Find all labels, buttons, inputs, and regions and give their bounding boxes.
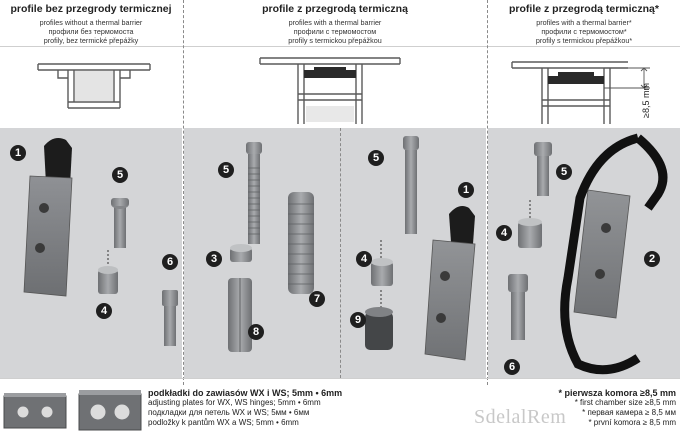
callout-7: 7 [309,291,325,307]
column-title-3: profile z przegrodą termiczną* [509,3,659,15]
footnote: * pierwsza komora ≥8,5 mm * first chambe… [518,388,677,428]
callout-5: 5 [112,167,128,183]
callout-4: 4 [356,251,372,267]
header-divider [0,46,680,47]
adjusting-plate-6mm [78,390,142,431]
column-subtitle-2-cz: profily s termickou přepážkou [288,36,382,46]
column-subtitle-3-cz: profily s termickou přepážkou* [535,36,633,46]
column-subtitle-2-en: profiles with a thermal barrier [288,18,382,27]
callout-6: 6 [504,359,520,375]
column-divider-inner [340,128,341,378]
callout-8: 8 [248,324,264,340]
callout-1: 1 [458,182,474,198]
parts-illustration-4 [508,133,668,375]
column-title-2: profile z przegrodą termiczną [262,3,408,15]
column-title-1: profile bez przegrody termicznej [10,3,172,15]
thermal-barrier [304,70,356,78]
footnote-line-ru: * первая камера ≥ 8,5 мм [582,408,676,417]
thermal-barrier [548,76,604,84]
footer-line-cz: podložky k pantům WX a WS; 5mm • 6mm [148,418,299,427]
chamber-dimension-label: ≥8,5 mm [641,83,651,118]
callout-5: 5 [218,162,234,178]
column-header-3: profile z przegrodą termiczną* profiles … [488,0,680,46]
footnote-title: * pierwsza komora ≥8,5 mm [558,388,677,398]
column-divider-2 [487,0,488,385]
thermal-barrier [314,67,346,70]
column-subtitle-3-ru: профили с термомостом* [541,27,627,37]
parts-illustration-3 [365,136,476,361]
column-subtitle-3-en: profiles with a thermal barrier* [536,18,632,27]
column-subtitle-1-ru: профили без термомоста [48,27,134,37]
callout-9: 9 [350,312,366,328]
callout-3: 3 [206,251,222,267]
footer-divider [0,378,680,379]
column-subtitle-1-cz: profily, bez termické přepážky [43,36,139,46]
parts-illustration-2 [228,142,314,352]
watermark: SdelalRem [474,406,567,428]
column-divider-1 [183,0,184,385]
callout-4: 4 [96,303,112,319]
profile-section-no-barrier [37,63,151,109]
profile-section-barrier-chamber [511,61,650,124]
footer-line-ru: подкладки для петель WX и WS; 5мм • 6мм [148,408,310,417]
callout-2: 2 [644,251,660,267]
parts-illustration-1 [23,138,178,346]
thermal-barrier [558,72,594,76]
column-header-2: profile z przegrodą termiczną profiles w… [184,0,486,46]
callout-5: 5 [556,164,572,180]
callout-5: 5 [368,150,384,166]
footnote-line-en: * first chamber size ≥8,5 mm [574,398,676,407]
footer-line-en: adjusting plates for WX, WS hinges; 5mm … [148,398,321,407]
footer-title: podkładki do zawiasów WX i WS; 5mm • 6mm [148,388,343,398]
callout-1: 1 [10,145,26,161]
callout-4: 4 [496,225,512,241]
column-header-1: profile bez przegrody termicznej profile… [0,0,182,46]
footnote-line-cz: * první komora ≥ 8,5 mm [588,418,676,427]
callout-6: 6 [162,254,178,270]
profile-section-barrier [259,57,401,124]
footer-description: podkładki do zawiasów WX i WS; 5mm • 6mm… [148,388,408,428]
adjusting-plate-5mm [3,393,67,429]
column-subtitle-2-ru: профили с термомостом [293,27,377,37]
column-subtitle-1-en: profiles without a thermal barrier [39,18,143,27]
